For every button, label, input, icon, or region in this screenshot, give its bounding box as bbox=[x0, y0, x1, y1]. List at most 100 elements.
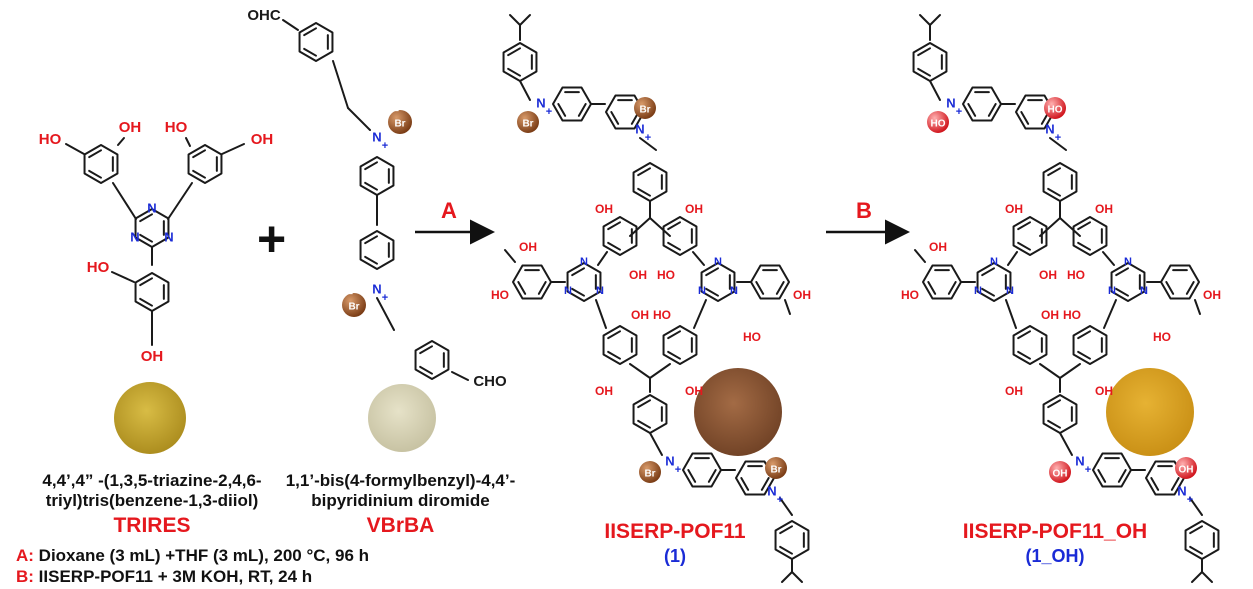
bond bbox=[221, 143, 245, 155]
bond bbox=[1115, 287, 1129, 297]
bond bbox=[1103, 299, 1117, 329]
pof11-tz-l-n2: N bbox=[564, 285, 572, 297]
pof11oh-ion-top-2-charge: − bbox=[1048, 92, 1054, 103]
pof11-res-bl bbox=[602, 325, 638, 365]
bond bbox=[693, 299, 707, 329]
trires-iupac: 4,4’,4” -(1,3,5-triazine-2,4,6- triyl)tr… bbox=[42, 471, 262, 511]
bond bbox=[947, 281, 957, 295]
pof11-n-bot-2: N bbox=[767, 483, 776, 498]
bond bbox=[517, 281, 527, 295]
bond bbox=[504, 249, 516, 263]
bond bbox=[597, 251, 608, 266]
bond bbox=[1189, 497, 1203, 516]
pof11oh-oh-tl2: OH bbox=[1039, 268, 1057, 282]
bond bbox=[595, 299, 607, 329]
bond bbox=[88, 169, 102, 179]
bond bbox=[1059, 432, 1073, 456]
pof11-oh-tl2: OH bbox=[629, 268, 647, 282]
bond bbox=[1189, 545, 1203, 555]
bond bbox=[139, 277, 153, 287]
pof11-ho-right: HO bbox=[743, 330, 761, 344]
bond bbox=[637, 399, 651, 409]
bond bbox=[1017, 350, 1031, 360]
pof11oh-triazine-right bbox=[1110, 262, 1146, 302]
pof11-oh-bl2: OH bbox=[595, 384, 613, 398]
pof11oh-oh-tl: OH bbox=[1005, 202, 1023, 216]
pof11oh-ho-tr2: HO bbox=[1067, 268, 1085, 282]
bond bbox=[784, 299, 791, 315]
pof11oh-code: IISERP-POF11_OH bbox=[962, 520, 1148, 543]
bond bbox=[740, 477, 750, 491]
bond bbox=[1077, 221, 1091, 231]
pof11-oh-tl: OH bbox=[595, 202, 613, 216]
bond bbox=[705, 287, 719, 297]
bond bbox=[917, 67, 931, 77]
bond bbox=[419, 345, 433, 355]
pof11oh-ion-bot-1-charge: − bbox=[1053, 456, 1059, 467]
pof11-number: (1) bbox=[664, 546, 686, 566]
bond bbox=[519, 14, 531, 26]
bond bbox=[1115, 267, 1129, 277]
bond bbox=[519, 80, 531, 101]
bond bbox=[775, 281, 785, 295]
bond bbox=[88, 149, 102, 159]
bond bbox=[117, 137, 125, 146]
bond bbox=[1077, 330, 1091, 340]
pof11oh-ion-top-1-charge: − bbox=[931, 106, 937, 117]
pof11-powder bbox=[694, 368, 782, 456]
condition-a: A: Dioxane (3 mL) +THF (3 mL), 200 °C, 9… bbox=[16, 546, 369, 566]
bond bbox=[1077, 350, 1091, 360]
pof11-res-br bbox=[662, 325, 698, 365]
bond bbox=[629, 217, 651, 237]
vbrba-n-bottom: N bbox=[372, 281, 381, 296]
bond bbox=[1201, 571, 1213, 583]
trires-ho-right: HO bbox=[165, 119, 188, 136]
bond bbox=[667, 330, 681, 340]
pof11oh-oh-bl2: OH bbox=[1005, 384, 1023, 398]
bond bbox=[1165, 281, 1175, 295]
pof11-triazine-right bbox=[700, 262, 736, 302]
pof11-n-top-2-charge: + bbox=[645, 132, 651, 144]
bond bbox=[705, 267, 719, 277]
pof11-ion-top-1-text: Br bbox=[522, 119, 533, 130]
pof11oh-res-bl bbox=[1012, 325, 1048, 365]
condition-b-text: IISERP-POF11 + 3M KOH, RT, 24 h bbox=[33, 567, 313, 586]
pof11-tz-r-n3: N bbox=[730, 285, 738, 297]
pof11oh-n-top-1-charge: + bbox=[956, 106, 962, 118]
pof11oh-tz-r-n1: N bbox=[1124, 256, 1132, 268]
bond bbox=[637, 187, 651, 197]
bond bbox=[629, 363, 651, 379]
bond bbox=[571, 287, 585, 297]
pof11oh-ion-bot-2: OH− bbox=[1175, 452, 1197, 479]
bond bbox=[139, 233, 153, 243]
pof11-ho-left: HO bbox=[491, 288, 509, 302]
bond bbox=[537, 281, 547, 295]
pof11-ion-bot-1-charge: − bbox=[643, 456, 649, 467]
bond bbox=[1039, 217, 1061, 237]
vbrba-benzyl-top bbox=[298, 22, 334, 62]
pof11-ion-top-2: Br− bbox=[634, 92, 656, 119]
trires-oh-left: OH bbox=[119, 119, 142, 136]
pof11-tz-r-n2: N bbox=[698, 285, 706, 297]
bond bbox=[571, 267, 585, 277]
bond bbox=[1059, 363, 1081, 379]
trires-n3: N bbox=[164, 229, 173, 244]
pof11oh-n-top-2-charge: + bbox=[1055, 132, 1061, 144]
pof11oh-oh-right: OH bbox=[1203, 288, 1221, 302]
pof11-ion-top-1: Br − bbox=[517, 106, 539, 133]
trires-oh-bottom: OH bbox=[141, 348, 164, 365]
pof11-ion-top-1-charge: − bbox=[521, 106, 527, 117]
pof11-ion-bot-1-text: Br bbox=[644, 469, 655, 480]
pof11-ion-bot-1-ball bbox=[639, 461, 661, 483]
pof11oh-ion-bot-1: OH− bbox=[1049, 456, 1071, 483]
trires-iupac-line2: triyl)tris(benzene-1,3-diiol) bbox=[45, 491, 259, 510]
pof11-oh-br2: OH bbox=[685, 384, 703, 398]
pof11-res-tl bbox=[602, 216, 638, 256]
bond bbox=[112, 182, 137, 220]
pof11-n-bot-1: N bbox=[665, 453, 674, 468]
plus-sign: + bbox=[257, 211, 287, 267]
bond bbox=[347, 107, 371, 131]
bond bbox=[667, 241, 681, 251]
pof11oh-ion-top-1: HO− bbox=[927, 106, 949, 133]
